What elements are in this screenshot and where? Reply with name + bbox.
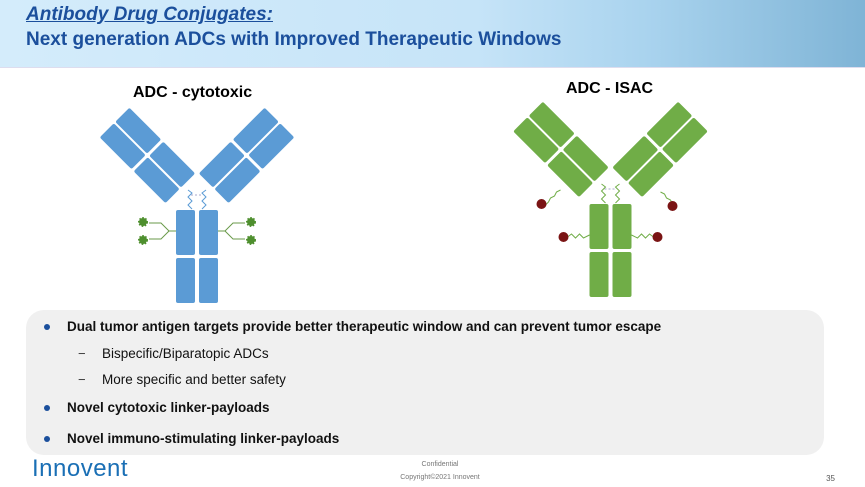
- diagram-label-isac: ADC - ISAC: [566, 80, 654, 97]
- antibody-cytotoxic: [99, 107, 295, 304]
- cytotoxic-payload-icon: [138, 217, 256, 245]
- bullet-icon: [44, 405, 50, 411]
- diagram-label-cytotoxic: ADC - cytotoxic: [133, 84, 253, 101]
- copyright-label: Copyright©2021 Innovent: [400, 474, 480, 481]
- bullet-1: Dual tumor antigen targets provide bette…: [67, 319, 662, 334]
- innovent-logo: Innovent: [32, 455, 129, 482]
- page-number: 35: [826, 474, 835, 483]
- header-banner: Antibody Drug Conjugates: Next generatio…: [0, 0, 865, 68]
- bullet-icon: [44, 436, 50, 442]
- isac-linker-icon: [544, 189, 677, 239]
- immune-agonist-payload-icon: [536, 199, 678, 242]
- sub-bullet-1: Bispecific/Biparatopic ADCs: [102, 346, 269, 361]
- antibody-diagrams: [99, 101, 708, 304]
- antibody-isac: [513, 101, 708, 298]
- confidential-label: Confidential: [421, 461, 459, 468]
- payload-linker-icon: [149, 222, 245, 240]
- dash-icon: −: [78, 346, 86, 361]
- title-line1: Antibody Drug Conjugates:: [26, 4, 273, 25]
- bullet-icon: [44, 324, 50, 330]
- title-line2: Next generation ADCs with Improved Thera…: [26, 29, 562, 50]
- bullet-2: Novel cytotoxic linker-payloads: [67, 400, 270, 415]
- dash-icon: −: [78, 372, 86, 387]
- bullet-panel: [26, 310, 824, 455]
- bullet-3: Novel immuno-stimulating linker-payloads: [67, 431, 340, 446]
- sub-bullet-2: More specific and better safety: [102, 372, 286, 387]
